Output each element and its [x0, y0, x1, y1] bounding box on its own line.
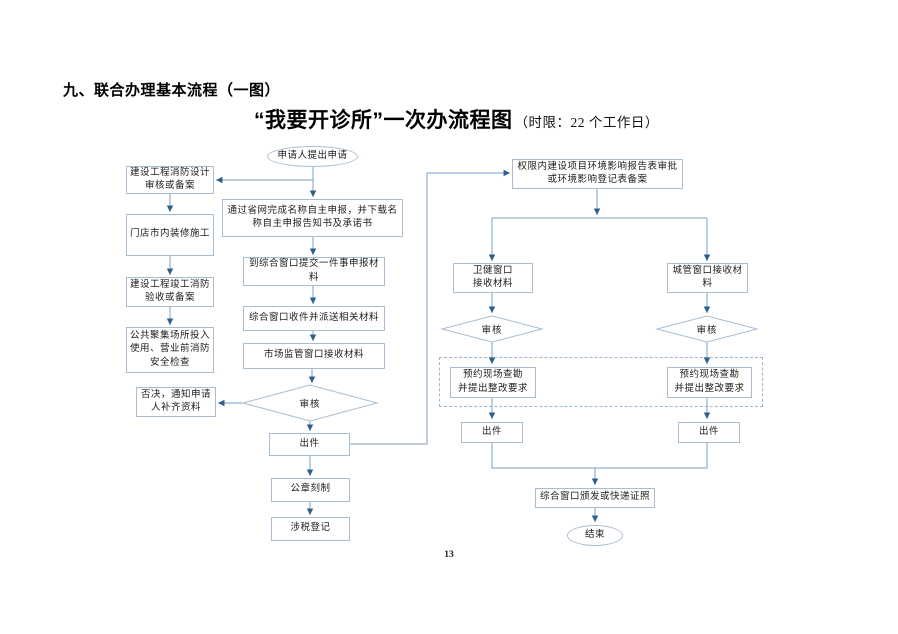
flow-title-block: “我要开诊所”一次办流程图 （时限：22 个工作日） — [254, 104, 659, 134]
node-pre-opening-fire-safety: 公共聚集场所投入 使用、营业前消防 安全检查 — [126, 327, 214, 373]
label-review-health: 审核 — [481, 326, 503, 336]
review-market-diamond — [241, 384, 379, 422]
label-review-urban: 审核 — [696, 326, 718, 336]
node-window-collect-dispatch: 综合窗口收件并派送相关材料 — [243, 306, 385, 331]
node-shop-fitout: 门店市内装修施工 — [126, 214, 214, 256]
node-submit-one-package: 到综合窗口提交一件事申报材 料 — [243, 257, 385, 286]
node-tax-registration: 涉税登记 — [271, 517, 350, 541]
node-health-window-receive: 卫健窗口 接收材料 — [453, 263, 533, 293]
site-survey-dashed-zone — [439, 357, 763, 407]
node-issue-market: 出件 — [269, 433, 350, 456]
node-env-impact-approval: 权限内建设项目环境影响报告表审批 或环境影响登记表备案 — [512, 159, 683, 189]
label-review-market: 审核 — [299, 400, 321, 410]
review-health-diamond — [440, 315, 544, 343]
node-issue-urban: 出件 — [678, 422, 740, 443]
node-fire-completion-check: 建设工程竣工消防 验收或备案 — [126, 277, 214, 307]
node-online-name-declaration: 通过省网完成名称自主申报，并下载名 称自主申报告知书及承诺书 — [222, 199, 403, 237]
node-urban-window-receive: 城管窗口接收材 料 — [667, 263, 748, 293]
review-urban-diamond — [655, 315, 759, 343]
node-end: 结束 — [567, 525, 623, 546]
connector-merge-bar — [491, 443, 708, 469]
section-title: 九、联合办理基本流程（一图） — [63, 82, 281, 99]
flow-title-note: （时限：22 个工作日） — [514, 115, 659, 130]
node-fire-design-review: 建设工程消防设计 审核或备案 — [126, 166, 214, 194]
flow-title: “我要开诊所”一次办流程图 — [254, 109, 513, 132]
page-number: 13 — [444, 550, 454, 560]
connector-issue-to-env-approval — [350, 169, 510, 445]
node-market-window-receive: 市场监管窗口接收材料 — [243, 343, 385, 369]
node-seal-engraving: 公章刻制 — [271, 478, 350, 502]
node-reject-notice: 否决，通知申请 人补齐资料 — [136, 387, 216, 417]
node-site-survey-health: 预约现场查勘 并提出整改要求 — [450, 367, 536, 398]
node-license-delivery: 综合窗口颁发或快递证照 — [535, 488, 655, 508]
node-issue-health: 出件 — [461, 422, 523, 443]
node-site-survey-urban: 预约现场查勘 并提出整改要求 — [667, 367, 752, 398]
node-start: 申请人提出申请 — [267, 146, 358, 167]
